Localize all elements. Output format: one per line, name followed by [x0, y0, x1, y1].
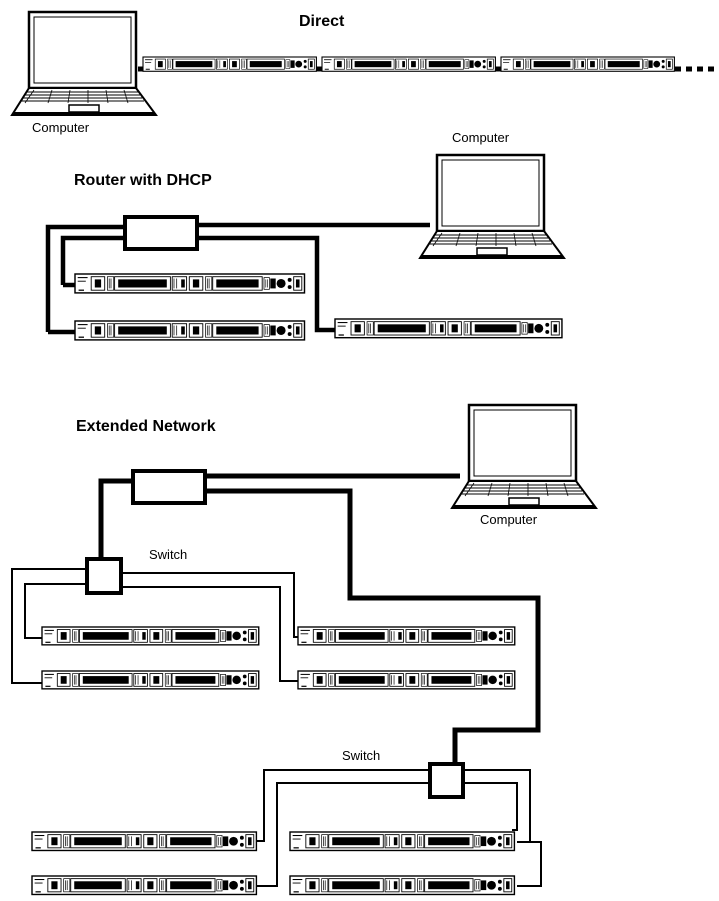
switch-1-wire [11, 568, 87, 684]
direct-section [10, 10, 719, 117]
router-computer-label: Computer [452, 130, 510, 145]
extended-title: Extended Network [76, 418, 216, 435]
direct-title: Direct [299, 13, 345, 30]
extended-receiver-7-icon [289, 831, 516, 852]
switch-1-icon [85, 557, 123, 595]
switch-2-wire [463, 769, 531, 843]
extended-receiver-6-icon [31, 875, 258, 896]
extended-receiver-5-icon [31, 831, 258, 852]
extended-computer-label: Computer [480, 512, 538, 527]
extended-wire [98, 478, 133, 560]
router-receiver-2-icon [74, 320, 306, 341]
switch-1-label: Switch [149, 547, 188, 562]
extended-receiver-1-icon [41, 626, 260, 646]
router-receiver-3-icon [334, 318, 563, 339]
extended-receiver-2-icon [41, 670, 260, 690]
router-wire [197, 235, 335, 333]
extended-receiver-4-icon [297, 670, 516, 690]
extended-receiver-8-icon [289, 875, 516, 896]
switch-1-wire [24, 583, 87, 639]
direct-computer-icon [10, 10, 158, 117]
router-title: Router with DHCP [74, 172, 212, 189]
extended-wire [205, 488, 541, 765]
router-wire [60, 235, 125, 285]
switch-2-label: Switch [342, 748, 381, 763]
extended-receiver-3-icon [297, 626, 516, 646]
switch-2-wire [463, 782, 518, 831]
switch-1-wire [121, 572, 300, 638]
router-receiver-1-icon [74, 273, 306, 294]
router-wire [45, 224, 125, 332]
extended-router-icon [131, 469, 207, 505]
switch-2-wire [255, 769, 430, 842]
router-icon [123, 215, 199, 251]
direct-receiver-3-icon [500, 56, 675, 72]
direct-computer-label: Computer [32, 120, 90, 135]
direct-receiver-1-icon [142, 56, 317, 72]
extended-computer-icon [450, 403, 598, 510]
switch-2-icon [428, 762, 465, 799]
router-section [45, 153, 566, 341]
switch-1-wire [121, 586, 300, 682]
direct-receiver-2-icon [321, 56, 496, 72]
switch-2-wire [517, 841, 542, 887]
router-computer-icon [418, 153, 566, 260]
switch-2-wire [255, 782, 430, 887]
extended-section [11, 403, 598, 896]
